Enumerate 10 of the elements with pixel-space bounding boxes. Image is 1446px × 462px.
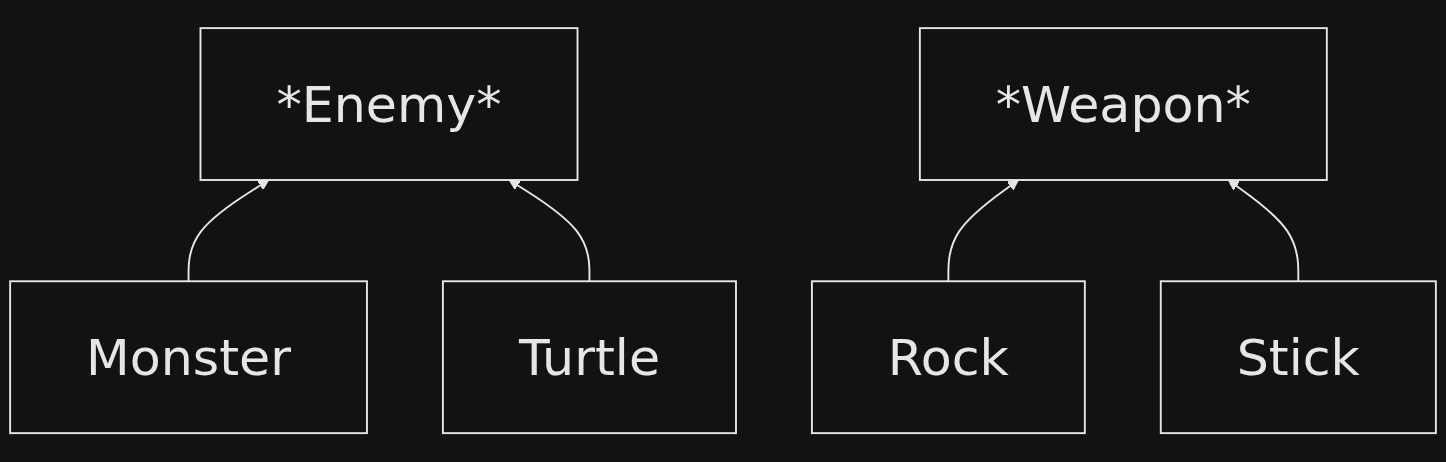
node-box: Turtle [441,280,737,435]
node-box: *Enemy* [199,27,579,182]
arrow [1227,179,1300,283]
node-box: *Weapon* [918,27,1328,182]
arrow [187,179,270,283]
node-box: Monster [9,280,368,435]
node-box: Stick [1159,280,1437,435]
arrow [508,179,591,283]
arrow [947,179,1019,283]
node-box: Rock [810,280,1086,435]
